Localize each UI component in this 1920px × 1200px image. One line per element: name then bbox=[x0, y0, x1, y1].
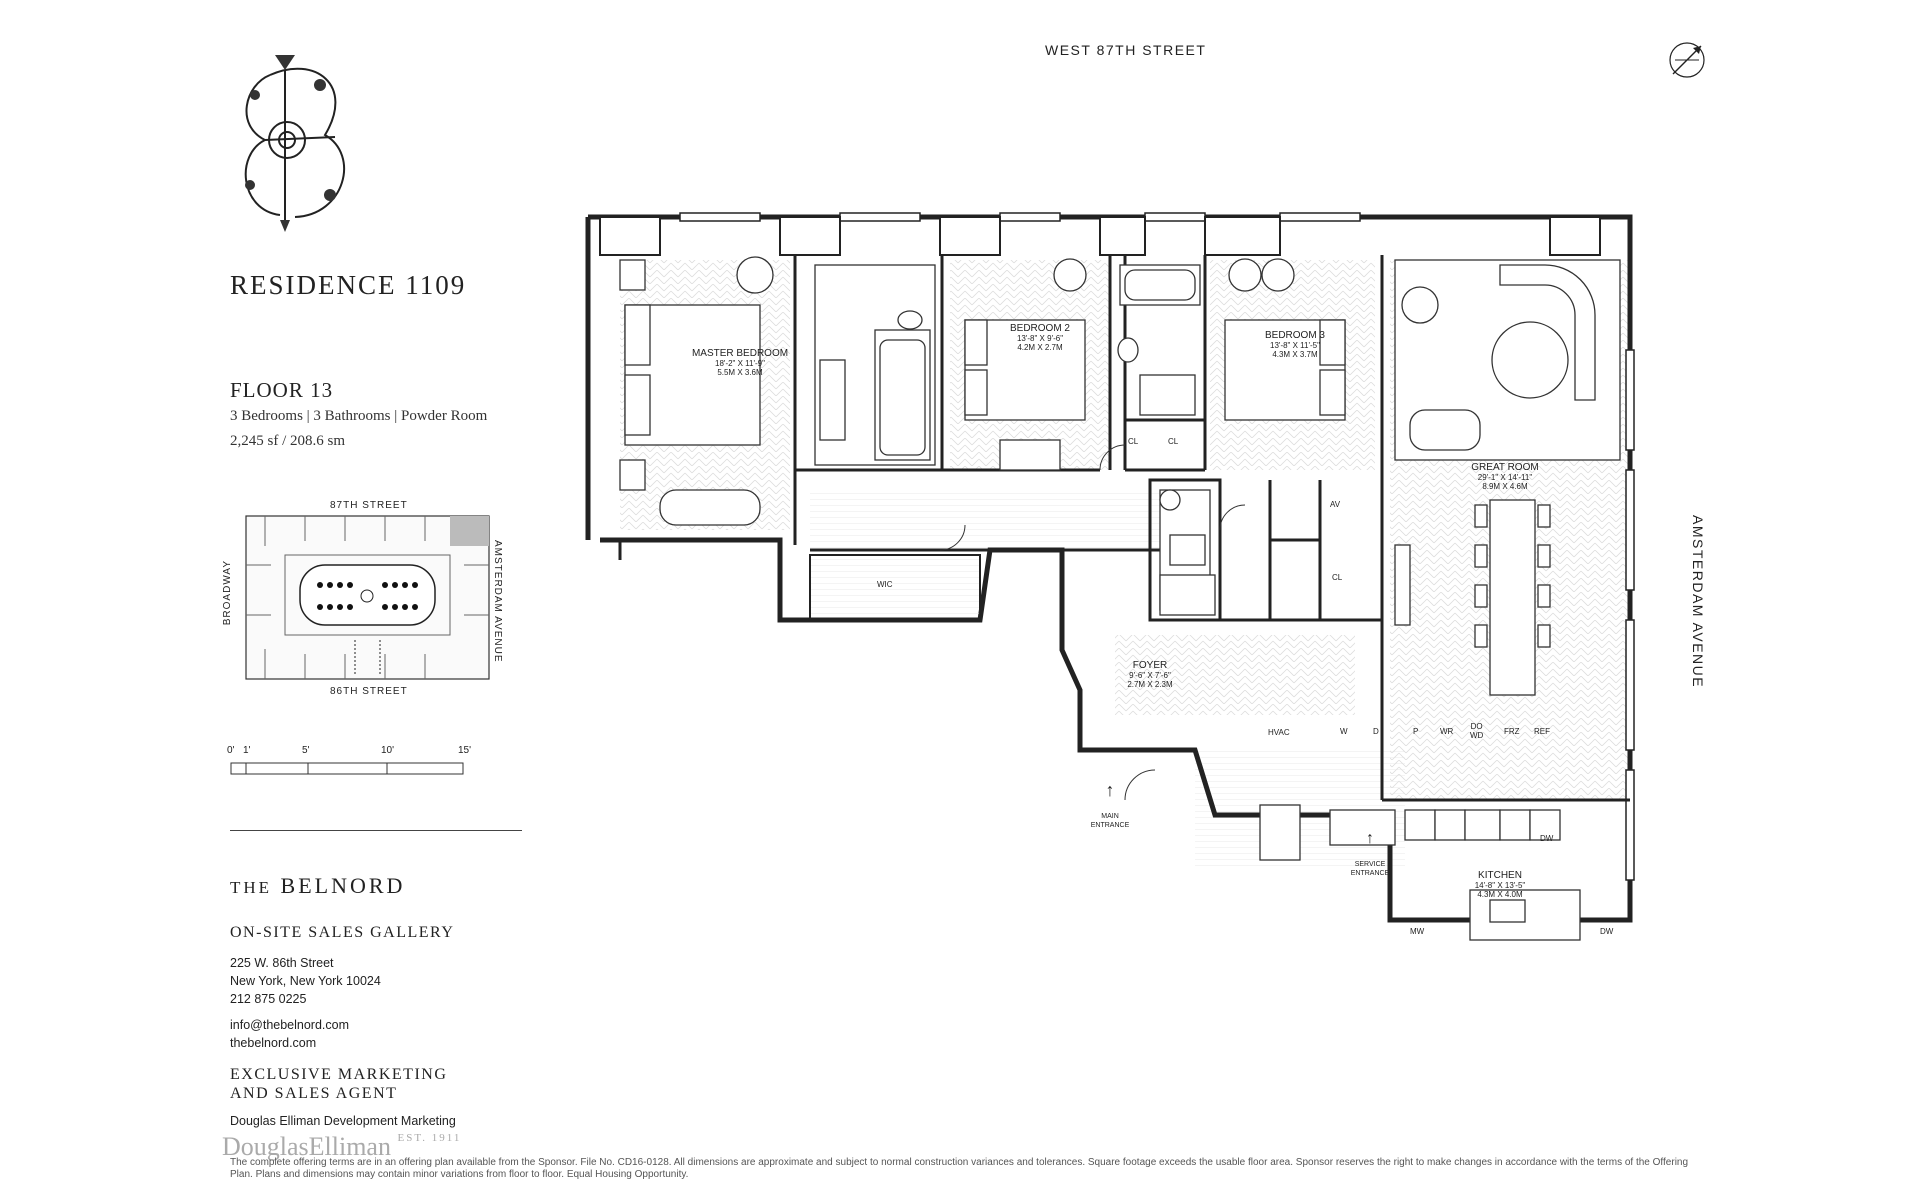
label-closet-1: CL bbox=[1128, 437, 1139, 446]
sales-email[interactable]: info@thebelnord.com bbox=[230, 1018, 350, 1032]
residence-title: RESIDENCE 1109 bbox=[230, 270, 467, 300]
room-dim-imperial: 29'-1" X 14'-11" bbox=[1477, 473, 1533, 482]
room-dim-imperial: 9'-6" X 7'-6" bbox=[1129, 671, 1171, 680]
sales-address-2: New York, New York 10024 bbox=[230, 974, 381, 988]
room-dim-metric: 2.7M X 2.3M bbox=[1127, 680, 1173, 689]
main-entrance-label: MAIN ENTRANCE bbox=[1080, 812, 1140, 830]
label-do: DO bbox=[1470, 722, 1483, 731]
label-microwave: MW bbox=[1410, 927, 1425, 936]
brand-article: THE bbox=[230, 878, 273, 897]
belnord-monogram-logo bbox=[225, 45, 365, 235]
room-name: MASTER BEDROOM bbox=[691, 348, 789, 359]
service-entrance-line-1: SERVICE bbox=[1354, 861, 1386, 868]
keyplan-drawing bbox=[245, 515, 490, 680]
scale-tick-1: 1' bbox=[243, 745, 251, 756]
room-dim-metric: 4.3M X 3.7M bbox=[1272, 350, 1318, 359]
north-arrow-icon bbox=[1669, 42, 1705, 78]
divider bbox=[230, 830, 522, 831]
keyplan-top-street: 87TH STREET bbox=[330, 500, 408, 511]
room-bedroom-2: BEDROOM 2 13'-8" X 9'-6" 4.2M X 2.7M bbox=[990, 323, 1090, 352]
room-name: GREAT ROOM bbox=[1471, 462, 1539, 473]
label-av: AV bbox=[1330, 500, 1341, 509]
room-great-room: GREAT ROOM 29'-1" X 14'-11" 8.9M X 4.6M bbox=[1440, 462, 1570, 491]
room-name: BEDROOM 2 bbox=[1009, 323, 1070, 334]
scale-tick-5: 5' bbox=[302, 745, 310, 756]
label-oven-warming-drawer: DO WD bbox=[1470, 722, 1483, 740]
room-dim-metric: 5.5M X 3.6M bbox=[717, 368, 763, 377]
scale-tick-15: 15' bbox=[458, 745, 472, 756]
service-entrance-line-2: ENTRANCE bbox=[1350, 870, 1390, 877]
agent-heading-2: AND SALES AGENT bbox=[230, 1085, 398, 1102]
street-top-label: WEST 87TH STREET bbox=[1045, 42, 1207, 58]
label-pantry: P bbox=[1413, 727, 1419, 736]
service-entrance-label: SERVICE ENTRANCE bbox=[1340, 860, 1400, 878]
main-entrance-line-2: ENTRANCE bbox=[1090, 822, 1130, 829]
label-island-dishwasher: DW bbox=[1540, 834, 1554, 843]
room-dim-imperial: 13'-8" X 11'-5" bbox=[1270, 341, 1320, 350]
room-dim-metric: 8.9M X 4.6M bbox=[1482, 482, 1528, 491]
room-dim-imperial: 13'-8" X 9'-6" bbox=[1016, 334, 1064, 343]
floor-title: FLOOR 13 bbox=[230, 378, 334, 402]
rooms-summary: 3 Bedrooms | 3 Bathrooms | Powder Room bbox=[230, 408, 488, 424]
label-dryer: D bbox=[1373, 727, 1379, 736]
sales-gallery-heading: ON-SITE SALES GALLERY bbox=[230, 924, 455, 941]
watermark-est: EST. 1911 bbox=[397, 1132, 462, 1144]
room-bedroom-3: BEDROOM 3 13'-8" X 11'-5" 4.3M X 3.7M bbox=[1245, 330, 1345, 359]
brand-name: THE BELNORD bbox=[230, 873, 405, 899]
main-entrance-line-1: MAIN bbox=[1101, 813, 1119, 820]
keyplan-left-street: BROADWAY bbox=[222, 560, 233, 626]
label-dishwasher: DW bbox=[1600, 927, 1614, 936]
main-entrance-arrow-icon: ↑ bbox=[1105, 780, 1115, 800]
area-summary: 2,245 sf / 208.6 sm bbox=[230, 433, 346, 449]
label-freezer: FRZ bbox=[1504, 727, 1520, 736]
keyplan-bottom-street: 86TH STREET bbox=[330, 686, 408, 697]
room-dim-imperial: 14'-8" X 13'-5" bbox=[1474, 881, 1526, 890]
label-wine-refrigerator: WR bbox=[1440, 727, 1454, 736]
room-name: BEDROOM 3 bbox=[1264, 330, 1325, 341]
room-dim-metric: 4.2M X 2.7M bbox=[1017, 343, 1063, 352]
sales-address-1: 225 W. 86th Street bbox=[230, 956, 334, 970]
room-foyer: FOYER 9'-6" X 7'-6" 2.7M X 2.3M bbox=[1100, 660, 1200, 689]
building-key-plan: 87TH STREET 86TH STREET BROADWAY AMSTERD… bbox=[222, 500, 520, 700]
label-wic: WIC bbox=[877, 580, 893, 589]
room-master-bedroom: MASTER BEDROOM 18'-2" X 11'-9" 5.5M X 3.… bbox=[670, 348, 810, 377]
agent-heading-1: EXCLUSIVE MARKETING bbox=[230, 1066, 448, 1083]
label-closet-3: CL bbox=[1332, 573, 1343, 582]
scale-tick-0: 0' bbox=[227, 745, 235, 756]
sales-website[interactable]: thebelnord.com bbox=[230, 1036, 317, 1050]
room-name: KITCHEN bbox=[1478, 870, 1522, 881]
brand-title: BELNORD bbox=[280, 873, 406, 898]
sales-phone: 212 875 0225 bbox=[230, 992, 307, 1006]
room-kitchen: KITCHEN 14'-8" X 13'-5" 4.3M X 4.0M bbox=[1450, 870, 1550, 899]
room-name: FOYER bbox=[1132, 660, 1168, 671]
room-dim-metric: 4.3M X 4.0M bbox=[1477, 890, 1523, 899]
floor-plan: MASTER BEDROOM 18'-2" X 11'-9" 5.5M X 3.… bbox=[580, 200, 1660, 960]
service-entrance-arrow-icon: ↑ bbox=[1366, 830, 1374, 847]
room-dim-imperial: 18'-2" X 11'-9" bbox=[715, 359, 765, 368]
watermark-text: DouglasElliman bbox=[222, 1132, 391, 1161]
keyplan-right-street: AMSTERDAM AVENUE bbox=[492, 540, 503, 663]
label-wd: WD bbox=[1470, 731, 1484, 740]
legal-disclaimer: The complete offering terms are in an of… bbox=[230, 1157, 1689, 1180]
label-closet-2: CL bbox=[1168, 437, 1179, 446]
agent-name: Douglas Elliman Development Marketing bbox=[230, 1114, 456, 1128]
scale-bar: 0' 1' 5' 10' 15' bbox=[227, 745, 472, 785]
label-washer: W bbox=[1340, 727, 1348, 736]
scale-tick-10: 10' bbox=[381, 745, 395, 756]
label-hvac: HVAC bbox=[1268, 728, 1290, 737]
street-right-label: AMSTERDAM AVENUE bbox=[1690, 515, 1706, 689]
douglas-elliman-watermark: DouglasElliman EST. 1911 bbox=[222, 1132, 461, 1162]
label-refrigerator: REF bbox=[1534, 727, 1550, 736]
